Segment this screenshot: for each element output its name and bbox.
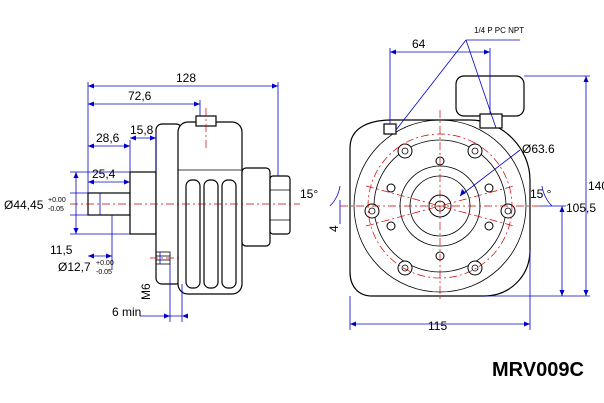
leader-bolt-circle — [459, 149, 521, 197]
bolt-hole-inner — [471, 264, 479, 272]
dim-pilot-diameter: Ø44,45 — [4, 198, 44, 212]
small-hole — [484, 183, 494, 193]
small-hole — [484, 221, 494, 231]
leader-port — [465, 39, 497, 129]
housing-rib — [203, 179, 219, 289]
pilot-boss — [129, 171, 157, 235]
dim-64: 64 — [412, 37, 426, 51]
angle-centerline — [365, 185, 515, 227]
rear-cover — [241, 167, 271, 247]
dim-angle-left: 15° — [300, 187, 318, 201]
housing-rib — [221, 179, 237, 289]
rear-fitting — [269, 175, 291, 235]
leader-port — [395, 39, 467, 131]
dim-72-6: 72,6 — [128, 89, 152, 103]
angle-arc-right — [541, 185, 553, 207]
bolt-circle — [367, 133, 513, 279]
small-port — [383, 123, 397, 135]
bolt-hole-inner — [401, 147, 409, 155]
housing-rib — [185, 179, 201, 289]
bolt-hole-inner — [504, 207, 512, 215]
dim-4: 4 — [327, 225, 341, 232]
arrowheads — [88, 253, 112, 259]
side-view: 128 72,6 28,6 15,8 25,4 11,5 Ø44,45 +0.0… — [4, 71, 300, 322]
dim-m6: M6 — [139, 283, 153, 300]
dim-pilot-tol-lower: -0.05 — [48, 206, 64, 213]
dim-angle-right: 15 ° — [530, 187, 552, 201]
port-note: 1/4 P PC NPT — [474, 26, 524, 35]
dim-pilot-tol-upper: +0.00 — [48, 197, 66, 204]
dim-shaft-diameter: Ø12,7 — [58, 260, 91, 274]
dim-128: 128 — [176, 71, 196, 85]
model-title: MRV009C — [492, 359, 584, 381]
arrowheads — [130, 135, 156, 141]
dim-25-4: 25,4 — [92, 167, 116, 181]
dim-105-5: 105,5 — [566, 201, 596, 215]
bolt-hole-inner — [368, 207, 376, 215]
small-hole — [386, 221, 396, 231]
angle-arc-left — [329, 185, 341, 207]
arrowheads — [164, 313, 188, 319]
dim-11-5: 11,5 — [50, 243, 73, 257]
dim-6min: 6 min — [112, 305, 141, 319]
dim-bolt-circle: Ø63.6 — [522, 142, 555, 156]
dim-115: 115 — [428, 319, 447, 333]
dim-shaft-tol-lower: -0.05 — [96, 269, 112, 276]
arrowheads — [460, 189, 466, 196]
bolt-hole-inner — [471, 147, 479, 155]
dim-15-8: 15,8 — [130, 123, 154, 137]
dim-shaft-tol-upper: +0.00 — [96, 260, 114, 267]
dim-140: 140 — [588, 179, 604, 193]
bolt-holes-outer — [364, 143, 516, 276]
front-view: 64 1/4 P PC NPT Ø63.6 15° 15 ° 4 140 105… — [300, 26, 604, 333]
small-hole — [386, 183, 396, 193]
port-fitting — [479, 113, 503, 129]
dim-28-6: 28,6 — [96, 131, 120, 145]
